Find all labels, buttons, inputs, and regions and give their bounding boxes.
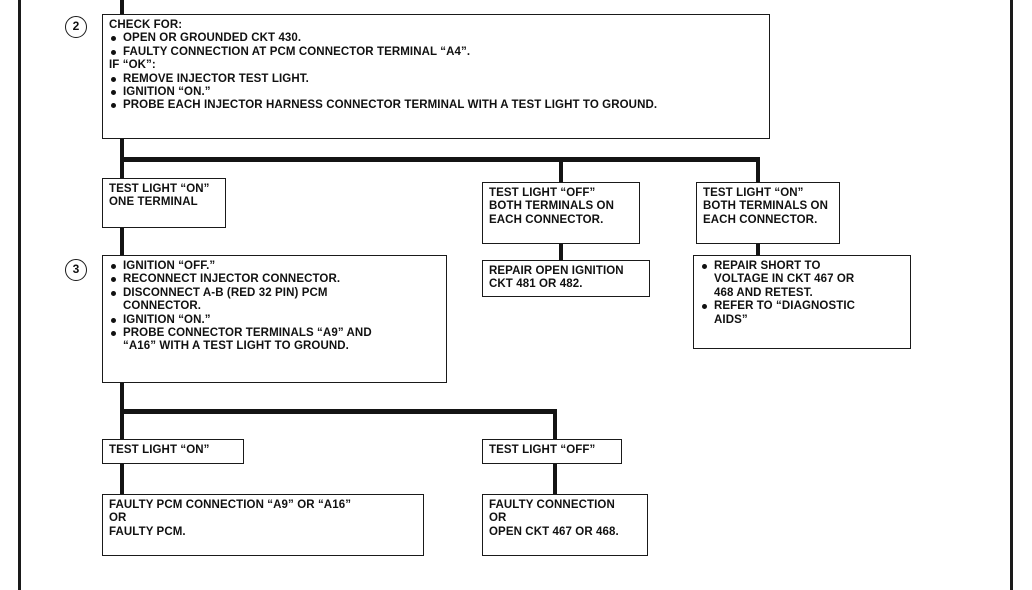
check-item-ignition-on: IGNITION “ON.”	[109, 86, 763, 99]
repair-open-ignition-box: REPAIR OPEN IGNITION CKT 481 OR 482.	[482, 260, 650, 297]
faulty-conn-line-3: OPEN CKT 467 OR 468.	[489, 525, 619, 538]
faulty-conn-line-1: FAULTY CONNECTION	[489, 499, 615, 511]
result-on-both-box: TEST LIGHT “ON” BOTH TERMINALS ON EACH C…	[696, 182, 840, 244]
faulty-conn-line-2: OR	[489, 512, 507, 525]
step3-disconnect-line-2: CONNECTOR.	[123, 300, 202, 313]
page-frame-right	[1010, 0, 1013, 590]
result-on-one-terminal-box: TEST LIGHT “ON” ONE TERMINAL	[102, 178, 226, 228]
step3-ignition-off: IGNITION “OFF.”	[109, 260, 440, 273]
page-frame-left	[18, 0, 21, 590]
repair-short-item-2-line-2: AIDS”	[714, 313, 748, 326]
connector-drop-on-both	[756, 157, 760, 182]
faulty-pcm-line-1: FAULTY PCM CONNECTION “A9” OR “A16”	[109, 499, 352, 511]
step3-ignition-on: IGNITION “ON.”	[109, 314, 440, 327]
connector-off-both-to-repair	[559, 243, 563, 260]
connector-light-off-to-conn	[553, 464, 557, 494]
test-light-on-label: TEST LIGHT “ON”	[109, 444, 210, 456]
result-off-both-box: TEST LIGHT “OFF” BOTH TERMINALS ON EACH …	[482, 182, 640, 244]
step3-reconnect: RECONNECT INJECTOR CONNECTOR.	[109, 273, 440, 286]
check-item-remove-test-light: REMOVE INJECTOR TEST LIGHT.	[109, 73, 763, 86]
connector-trunk-3	[120, 228, 124, 255]
step3-disconnect: DISCONNECT A-B (RED 32 PIN) PCM	[109, 287, 440, 300]
faulty-pcm-line-2: OR	[109, 512, 127, 525]
connector-drop-off-both	[559, 157, 563, 182]
step-marker-2: 2	[65, 16, 87, 38]
on-both-line-3: EACH CONNECTOR.	[703, 213, 818, 226]
check-for-heading: CHECK FOR:	[109, 19, 183, 31]
check-for-box: CHECK FOR: OPEN OR GROUNDED CKT 430. FAU…	[102, 14, 770, 139]
repair-short-item-2: REFER TO “DIAGNOSTIC	[700, 300, 904, 313]
off-both-line-3: EACH CONNECTOR.	[489, 213, 604, 226]
test-light-off-label: TEST LIGHT “OFF”	[489, 444, 596, 456]
step3-probe-line-2: “A16” WITH A TEST LIGHT TO GROUND.	[123, 340, 349, 353]
repair-open-line-1: REPAIR OPEN IGNITION	[489, 265, 624, 277]
off-both-line-1: TEST LIGHT “OFF”	[489, 187, 596, 199]
step3-box: IGNITION “OFF.” RECONNECT INJECTOR CONNE…	[102, 255, 447, 383]
faulty-pcm-line-3: FAULTY PCM.	[109, 525, 186, 538]
repair-open-line-2: CKT 481 OR 482.	[489, 278, 583, 291]
off-both-line-2: BOTH TERMINALS ON	[489, 200, 614, 213]
repair-short-item-1: REPAIR SHORT TO	[700, 260, 904, 273]
repair-short-item-1-line-2: VOLTAGE IN CKT 467 OR	[714, 273, 855, 286]
connector-light-on-to-pcm	[120, 464, 124, 494]
faulty-connection-box: FAULTY CONNECTION OR OPEN CKT 467 OR 468…	[482, 494, 648, 556]
repair-short-box: REPAIR SHORT TO VOLTAGE IN CKT 467 OR 46…	[693, 255, 911, 349]
check-item-faulty-connection: FAULTY CONNECTION AT PCM CONNECTOR TERMI…	[109, 46, 763, 59]
on-one-line-1: TEST LIGHT “ON”	[109, 183, 210, 195]
test-light-on-box: TEST LIGHT “ON”	[102, 439, 244, 464]
connector-branch-row1	[120, 157, 760, 162]
step3-probe: PROBE CONNECTOR TERMINALS “A9” AND	[109, 327, 440, 340]
on-one-line-2: ONE TERMINAL	[109, 196, 198, 209]
connector-drop-light-off	[553, 409, 557, 439]
connector-trunk-top	[120, 0, 124, 20]
check-item-open-grounded: OPEN OR GROUNDED CKT 430.	[109, 32, 763, 45]
if-ok-label: IF “OK”:	[109, 59, 156, 72]
on-both-line-2: BOTH TERMINALS ON	[703, 200, 828, 213]
connector-on-both-to-short	[756, 243, 760, 255]
repair-short-item-1-line-3: 468 AND RETEST.	[714, 286, 813, 299]
on-both-line-1: TEST LIGHT “ON”	[703, 187, 804, 199]
check-item-probe-each: PROBE EACH INJECTOR HARNESS CONNECTOR TE…	[109, 99, 763, 112]
test-light-off-box: TEST LIGHT “OFF”	[482, 439, 622, 464]
connector-branch-row2	[120, 409, 557, 414]
step-marker-3: 3	[65, 259, 87, 281]
faulty-pcm-box: FAULTY PCM CONNECTION “A9” OR “A16” OR F…	[102, 494, 424, 556]
